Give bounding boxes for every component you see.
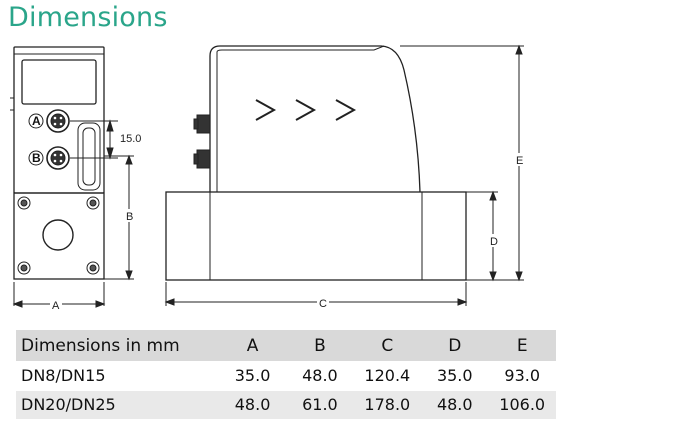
table-cell: 178.0 <box>364 395 411 415</box>
connector-a-ring <box>46 109 70 133</box>
display-window <box>21 59 97 105</box>
side-base <box>165 191 467 281</box>
table-cell: 48.0 <box>286 361 354 391</box>
table-cell: 106.0 <box>499 395 546 415</box>
table-row: DN8/DN15 35.0 48.0 120.4 35.0 93.0 <box>16 361 556 391</box>
connector-b-inner <box>50 150 66 166</box>
table-cell: 93.0 <box>488 361 556 391</box>
port-slot-inner <box>82 127 96 186</box>
dim-e-label: E <box>516 155 523 167</box>
table-cell: 48.0 <box>436 395 473 415</box>
table-header-cell: A <box>246 335 259 356</box>
table-header-cell: Dimensions in mm <box>21 335 180 356</box>
table-cell: 48.0 <box>234 395 271 415</box>
connector-b-ring <box>46 146 70 170</box>
table-header-cell: B <box>314 335 326 356</box>
front-base <box>13 192 105 280</box>
table-cell: DN8/DN15 <box>16 361 219 391</box>
table-cell: 35.0 <box>421 361 489 391</box>
table-header-cell: E <box>516 335 528 356</box>
table-row: DN20/DN25 48.0 61.0 178.0 48.0 106.0 <box>16 390 556 419</box>
connector-a-label: A <box>32 114 41 128</box>
flow-arrows-icon <box>255 99 357 121</box>
flow-port <box>42 219 74 251</box>
table-cell: DN20/DN25 <box>21 395 116 415</box>
dim-spacing-label: 15.0 <box>120 133 141 145</box>
dim-a-label: A <box>52 300 60 312</box>
page-title: Dimensions <box>8 2 168 33</box>
dim-d-label: D <box>490 236 498 248</box>
mounting-screws <box>17 196 100 275</box>
dimension-drawing: A B 15.0 B A C D E <box>10 44 526 312</box>
table-cell: 35.0 <box>218 361 287 391</box>
table-header-cell: D <box>448 335 462 356</box>
dim-b-label: B <box>126 211 133 223</box>
table-cell: 61.0 <box>302 395 338 415</box>
dimensions-table: Dimensions in mm A B C D E DN8/DN15 35.0… <box>16 330 556 419</box>
table-cell: 120.4 <box>353 361 422 391</box>
table-header-cell: C <box>381 335 394 356</box>
connector-b-label: B <box>32 151 41 165</box>
side-connector-top <box>196 114 211 134</box>
dim-c-label: C <box>319 298 327 310</box>
side-housing <box>209 45 421 193</box>
connector-a-inner <box>50 113 66 129</box>
port-slot <box>77 122 101 191</box>
table-header-row: Dimensions in mm A B C D E <box>16 330 556 361</box>
side-connector-bottom <box>196 149 211 169</box>
